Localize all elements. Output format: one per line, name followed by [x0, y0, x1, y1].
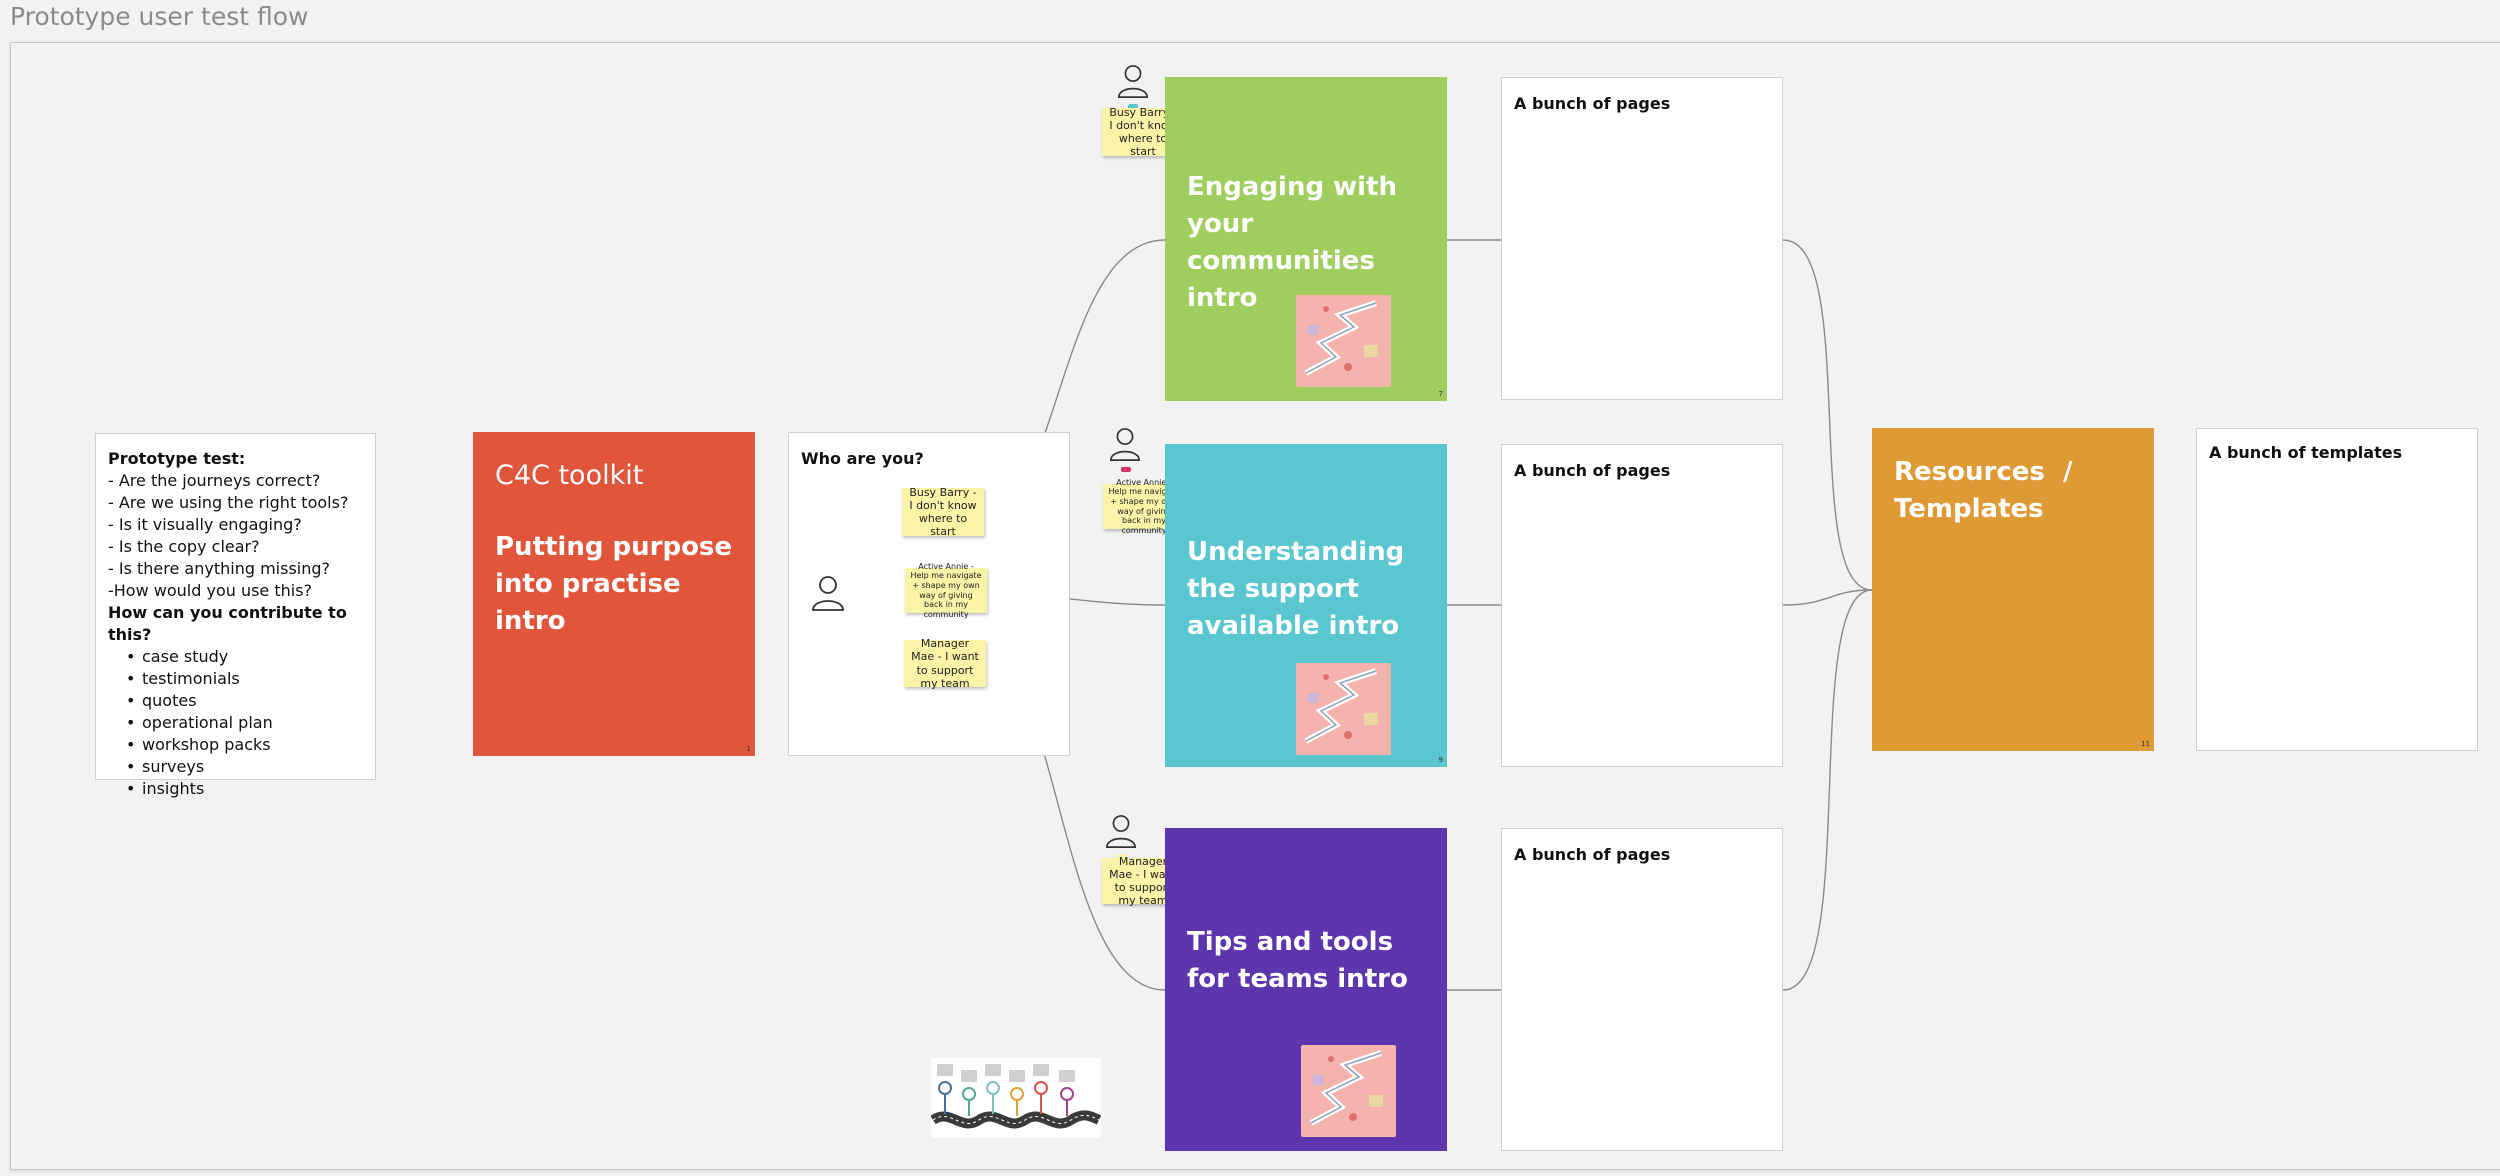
list-item: quotes: [126, 690, 363, 712]
list-item: operational plan: [126, 712, 363, 734]
person-icon: [1105, 815, 1137, 848]
person-icon: [1109, 428, 1141, 461]
persona-tag-barry: [1128, 104, 1138, 109]
test-question: -How would you use this?: [108, 581, 313, 600]
c4c-title: C4C toolkit: [495, 460, 644, 491]
pages-card[interactable]: A bunch of pages: [1501, 828, 1783, 1151]
journey-title: Understanding the support available intr…: [1187, 537, 1405, 641]
persona-tag-annie: [1121, 467, 1131, 472]
sticky-busy-barry[interactable]: Busy Barry - I don't know where to start: [902, 486, 984, 538]
journey-title: Engaging with your communities intro: [1187, 172, 1397, 313]
journey-title: Tips and tools for teams intro: [1187, 927, 1408, 994]
pages-card[interactable]: A bunch of pages: [1501, 77, 1783, 400]
test-question: - Is there anything missing?: [108, 559, 331, 578]
journey-card-engaging[interactable]: Engaging with your communities intro 7: [1165, 77, 1447, 401]
test-question: - Are we using the right tools?: [108, 493, 349, 512]
list-item: surveys: [126, 756, 363, 778]
person-icon: [812, 576, 844, 611]
test-question: - Is the copy clear?: [108, 537, 260, 556]
resources-title: Resources / Templates: [1894, 457, 2091, 524]
templates-card[interactable]: A bunch of templates: [2196, 428, 2478, 751]
person-icon: [1117, 65, 1149, 98]
page-number: 11: [2141, 740, 2150, 748]
timeline-roadmap-icon[interactable]: [930, 1058, 1102, 1138]
roadmap-illustration-icon: [1296, 663, 1391, 755]
c4c-subtitle: Putting purpose into practise intro: [495, 532, 733, 636]
contribute-heading: How can you contribute to this?: [108, 603, 347, 644]
page-number: 1: [746, 745, 751, 753]
page-number: 9: [1438, 756, 1443, 764]
journey-card-tips[interactable]: Tips and tools for teams intro: [1165, 828, 1447, 1151]
persona-tag-mae: [1117, 854, 1127, 859]
list-item: case study: [126, 646, 363, 668]
list-item: testimonials: [126, 668, 363, 690]
roadmap-illustration-icon: [1296, 295, 1391, 387]
sticky-active-annie[interactable]: Active Annie - Help me navigate + shape …: [905, 562, 987, 619]
sticky-manager-mae[interactable]: Manager Mae - I want to support my team: [904, 637, 986, 690]
list-item: insights: [126, 778, 363, 800]
resources-templates-card[interactable]: Resources / Templates 11: [1872, 428, 2154, 751]
contribute-list: case study testimonials quotes operation…: [126, 646, 363, 800]
journey-card-understanding[interactable]: Understanding the support available intr…: [1165, 444, 1447, 767]
list-item: workshop packs: [126, 734, 363, 756]
c4c-toolkit-card[interactable]: C4C toolkit Putting purpose into practis…: [473, 432, 755, 756]
roadmap-illustration-icon: [1301, 1045, 1396, 1137]
prototype-test-card[interactable]: Prototype test: - Are the journeys corre…: [95, 433, 376, 800]
pages-card[interactable]: A bunch of pages: [1501, 444, 1783, 767]
page-number: 7: [1438, 390, 1443, 398]
who-heading: Who are you?: [801, 449, 924, 468]
test-question: - Is it visually engaging?: [108, 515, 302, 534]
board-title: Prototype user test flow: [10, 2, 309, 31]
test-question: - Are the journeys correct?: [108, 471, 321, 490]
test-heading: Prototype test:: [108, 449, 246, 468]
